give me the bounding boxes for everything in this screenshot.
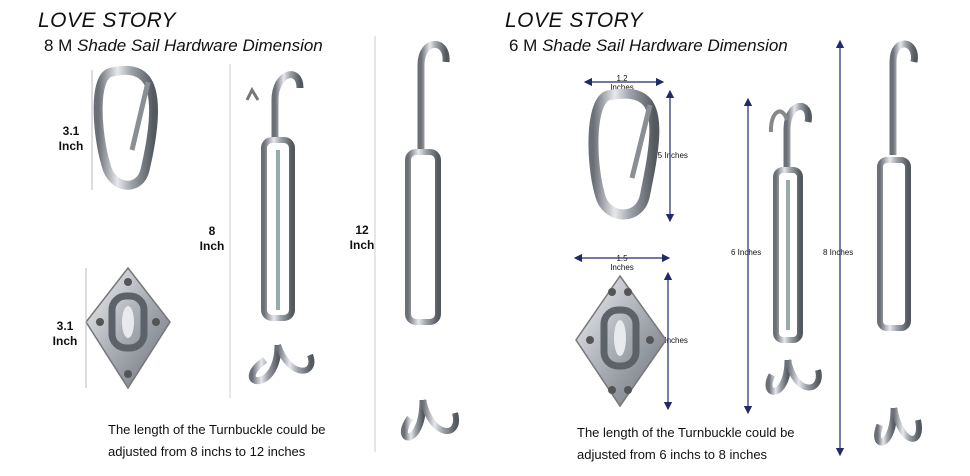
note-line-2: adjusted from 8 inchs to 12 inches (108, 444, 306, 459)
turnbuckle-note: The length of the Turnbuckle could be ad… (108, 419, 326, 463)
subtitle-text: Shade Sail Hardware Dimension (542, 36, 788, 55)
carabiner-icon (588, 88, 660, 220)
turnbuckle-long-dimension: 12 Inch (342, 223, 382, 253)
dim-unit: Inch (58, 139, 84, 153)
dim-value: 3.1 (62, 124, 80, 138)
turnbuckle-short-dimension: 8 Inch (192, 224, 232, 254)
turnbuckle-long-icon (874, 40, 922, 446)
model-label: 6 M (509, 36, 538, 55)
pad-eye-plate-icon (85, 266, 171, 390)
dim-value: 3.1 (56, 319, 74, 333)
turnbuckle-short-icon (765, 102, 822, 395)
dim-unit: Inches (610, 263, 634, 272)
brand-title: LOVE STORY (505, 9, 644, 32)
left-panel: LOVE STORY 8 M Shade Sail Hardware Dimen… (38, 9, 382, 463)
subtitle: 8 M Shade Sail Hardware Dimension (44, 36, 323, 56)
note-line-1: The length of the Turnbuckle could be (577, 425, 795, 440)
carabiner-icon (93, 65, 158, 190)
pad-eye-plate-icon (575, 274, 667, 408)
note-line-2: adjusted from 6 inchs to 8 inches (577, 447, 768, 462)
carabiner-dimension: 3.1 Inch (51, 124, 91, 154)
brand-title: LOVE STORY (38, 9, 177, 32)
dim-value: 8 (208, 224, 216, 238)
turnbuckle-long-icon (401, 40, 460, 441)
dim-unit: Inch (349, 238, 375, 252)
dim-unit: Inch (52, 334, 78, 348)
subtitle-text: Shade Sail Hardware Dimension (77, 36, 323, 55)
plate-dimension: 3.1 Inch (45, 319, 85, 349)
dim-unit: Inches (610, 83, 634, 92)
dim-unit: Inch (199, 239, 225, 253)
turnbuckle-short-icon (245, 71, 315, 385)
note-line-1: The length of the Turnbuckle could be (108, 422, 326, 437)
model-label: 8 M (44, 36, 73, 55)
turnbuckle-note: The length of the Turnbuckle could be ad… (577, 422, 795, 466)
subtitle: 6 M Shade Sail Hardware Dimension (509, 36, 788, 56)
dim-value: 12 (355, 223, 369, 237)
